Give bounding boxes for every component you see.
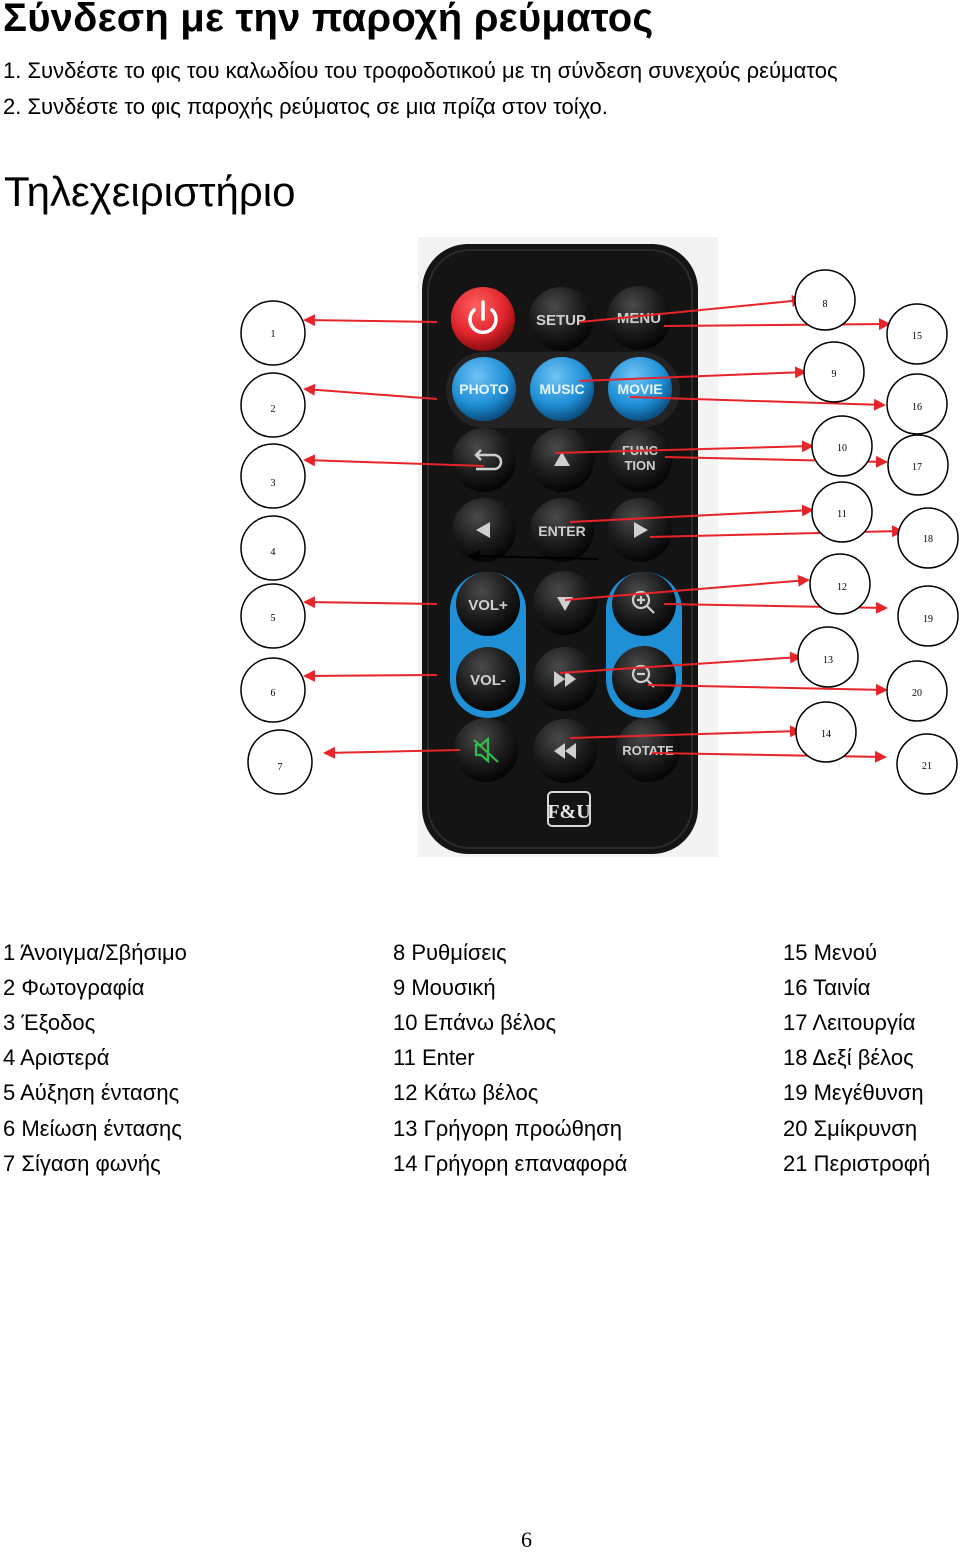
left-callout-arrow xyxy=(468,550,599,563)
enter-label: ENTER xyxy=(538,523,585,539)
rotate-button[interactable] xyxy=(616,718,680,782)
legend-item-4: 4 Αριστερά xyxy=(3,1045,110,1070)
music-label: MUSIC xyxy=(539,381,584,397)
callout-14: 14 xyxy=(821,729,831,740)
callout-11: 11 xyxy=(837,509,847,520)
zoom-out-button[interactable] xyxy=(612,646,676,710)
callout-8: 8 xyxy=(823,299,828,310)
legend-item-1: 1 Άνοιγμα/Σβήσιμο xyxy=(3,940,187,965)
zoom-in-button[interactable] xyxy=(612,572,676,636)
volume-down-button[interactable] xyxy=(456,647,520,711)
callout-3: 3 xyxy=(271,478,276,489)
mute-icon xyxy=(473,736,499,764)
legend-item-21: 21 Περιστροφή xyxy=(783,1151,931,1176)
callout-10: 10 xyxy=(837,443,847,454)
callout-20: 20 xyxy=(912,688,922,699)
callout-circles xyxy=(240,269,959,795)
fast-forward-icon xyxy=(554,671,576,687)
enter-button[interactable] xyxy=(530,498,594,562)
legend-item-16: 16 Ταινία xyxy=(783,975,871,1000)
volume-up-button[interactable] xyxy=(456,572,520,636)
legend-item-18: 18 Δεξί βέλος xyxy=(783,1045,914,1070)
back-button[interactable] xyxy=(452,428,516,492)
callout-17: 17 xyxy=(912,462,922,473)
volume-up-label: VOL+ xyxy=(468,597,508,614)
zoom-in-icon xyxy=(631,590,655,614)
callout-6: 6 xyxy=(271,688,276,699)
rewind-icon xyxy=(554,743,576,759)
legend-item-6: 6 Μείωση έντασης xyxy=(3,1116,182,1141)
return-icon xyxy=(474,449,503,471)
function-label-line2: TION xyxy=(624,458,655,473)
legend-item-7: 7 Σίγαση φωνής xyxy=(3,1151,161,1176)
legend-item-15: 15 Μενού xyxy=(783,940,877,965)
legend-item-10: 10 Επάνω βέλος xyxy=(393,1010,557,1035)
page-number: 6 xyxy=(521,1527,532,1552)
section-title: Σύνδεση με την παροχή ρεύματος xyxy=(3,0,654,40)
photo-button[interactable] xyxy=(452,357,516,421)
up-arrow-icon xyxy=(554,452,570,466)
remote-heading: Τηλεχειριστήριο xyxy=(4,168,296,215)
legend-item-3: 3 Έξοδος xyxy=(3,1010,96,1035)
callout-2: 2 xyxy=(271,404,276,415)
setup-button[interactable] xyxy=(529,287,593,351)
legend-item-9: 9 Μουσική xyxy=(393,975,496,1000)
callout-7: 7 xyxy=(278,762,283,773)
legend-item-5: 5 Αύξηση έντασης xyxy=(3,1080,180,1105)
rotate-label: ROTATE xyxy=(622,743,674,758)
legend-item-19: 19 Μεγέθυνση xyxy=(783,1080,924,1105)
legend-item-14: 14 Γρήγορη επαναφορά xyxy=(393,1151,628,1176)
callout-15: 15 xyxy=(912,331,922,342)
brand-text: F&U xyxy=(547,801,590,823)
instruction-step-1: 1. Συνδέστε το φις του καλωδίου του τροφ… xyxy=(3,58,838,83)
power-icon xyxy=(468,300,498,335)
function-button[interactable] xyxy=(608,428,672,492)
legend-item-11: 11 Enter xyxy=(393,1045,475,1070)
left-arrow-icon xyxy=(476,522,490,538)
brand-logo: F&U xyxy=(547,791,591,827)
movie-label: MOVIE xyxy=(617,381,662,397)
callout-16: 16 xyxy=(912,402,922,413)
callout-19: 19 xyxy=(923,614,933,625)
right-arrow-icon xyxy=(634,522,648,538)
setup-label: SETUP xyxy=(536,312,586,329)
legend-item-12: 12 Κάτω βέλος xyxy=(393,1080,539,1105)
legend-item-17: 17 Λειτουργία xyxy=(783,1010,916,1035)
callout-9: 9 xyxy=(832,369,837,380)
callout-12: 12 xyxy=(837,582,847,593)
callout-1: 1 xyxy=(271,329,276,340)
callout-4: 4 xyxy=(271,547,276,558)
music-button[interactable] xyxy=(530,357,594,421)
photo-label: PHOTO xyxy=(459,381,509,397)
callout-21: 21 xyxy=(922,761,932,772)
legend-item-8: 8 Ρυθμίσεις xyxy=(393,940,507,965)
callout-arrows xyxy=(303,295,904,763)
callout-13: 13 xyxy=(823,655,833,666)
callout-5: 5 xyxy=(271,613,276,624)
legend-item-13: 13 Γρήγορη προώθηση xyxy=(393,1116,622,1141)
legend-item-20: 20 Σμίκρυνση xyxy=(783,1116,918,1141)
callout-18: 18 xyxy=(923,534,933,545)
volume-down-label: VOL- xyxy=(470,672,506,689)
legend-item-2: 2 Φωτογραφία xyxy=(3,975,145,1000)
menu-button[interactable] xyxy=(607,286,671,350)
movie-button[interactable] xyxy=(608,357,672,421)
instruction-step-2: 2. Συνδέστε το φις παροχής ρεύματος σε μ… xyxy=(3,94,608,119)
